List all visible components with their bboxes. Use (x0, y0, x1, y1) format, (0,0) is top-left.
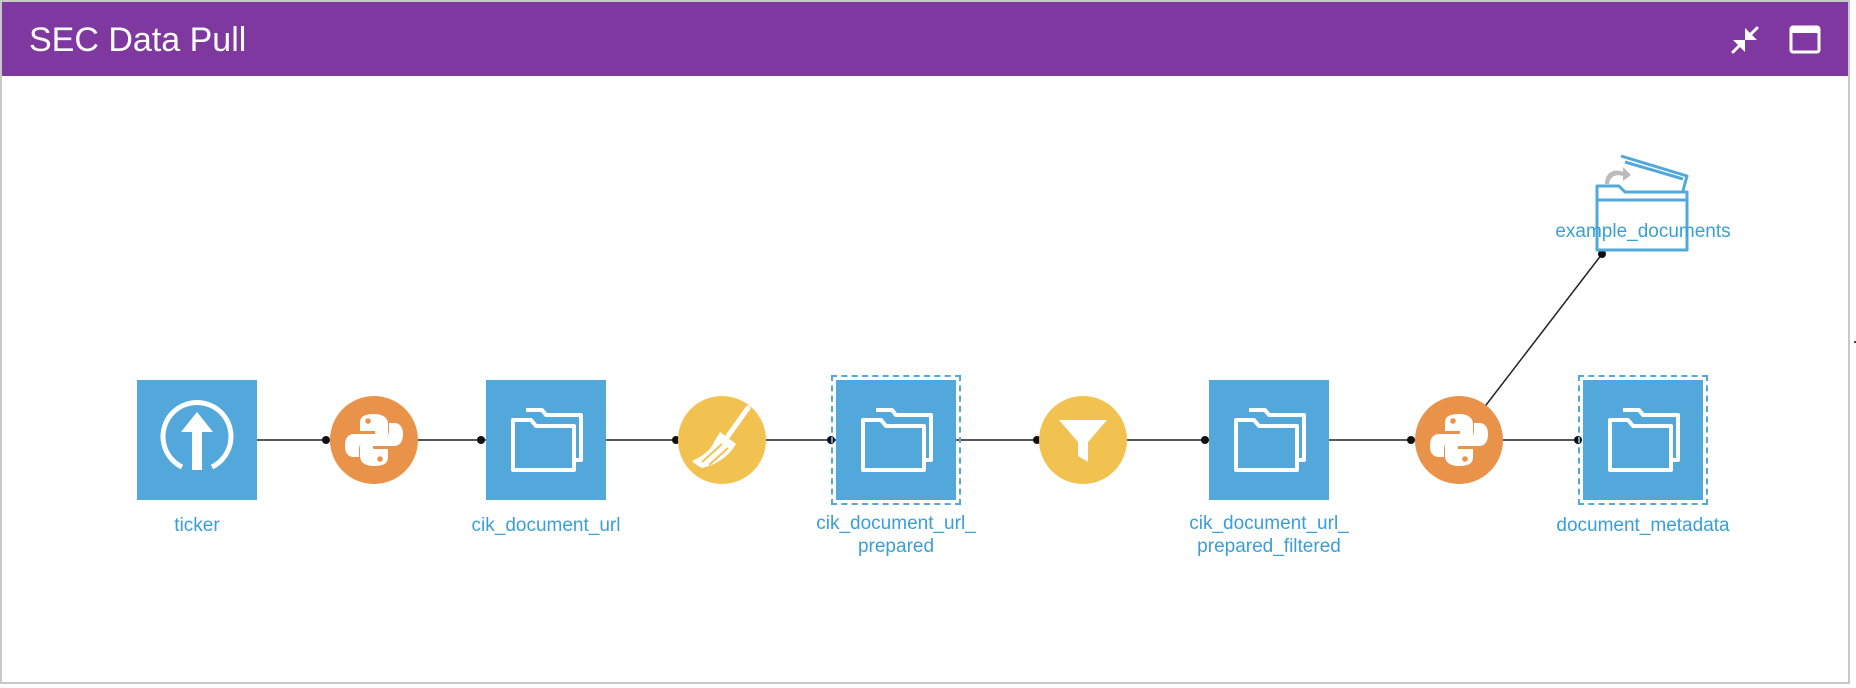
dataset-label-cik-document-url[interactable]: cik_document_url (471, 515, 621, 536)
folder-icon (1608, 408, 1680, 472)
broom-icon (692, 405, 751, 468)
dataset-cik-document-url[interactable] (486, 380, 606, 500)
upload-icon (160, 399, 234, 470)
zone-header: SEC Data Pull (2, 2, 1848, 76)
prepare-recipe[interactable] (678, 396, 766, 484)
edge-port (477, 436, 485, 444)
dataset-ticker[interactable] (137, 380, 257, 500)
edge-port (1407, 436, 1415, 444)
edge-port (1574, 436, 1582, 444)
flow-canvas[interactable]: ticker cik_document_url (2, 76, 1848, 682)
dataset-cik-document-url-prepared-filtered[interactable] (1209, 380, 1329, 500)
dataset-label-document-metadata[interactable]: document_metadata (1556, 515, 1730, 536)
edge-port (1201, 436, 1209, 444)
flow-edges (257, 250, 1606, 444)
label-line-2: prepared_filtered (1197, 536, 1341, 557)
panel-edge-mark (1854, 341, 1856, 343)
python-icon (345, 414, 403, 466)
dataset-label-ticker[interactable]: ticker (174, 515, 220, 536)
folder-icon (1234, 408, 1306, 472)
python-recipe-2[interactable] (1415, 396, 1503, 484)
maximize-button[interactable] (1787, 22, 1823, 58)
collapse-arrows-icon (1731, 26, 1759, 54)
funnel-icon (1059, 420, 1107, 462)
label-line-1: cik_document_url_ (816, 513, 976, 534)
folder-icon (511, 408, 583, 472)
python-recipe-1[interactable] (330, 396, 418, 484)
edge-port (827, 436, 835, 444)
window-maximize-icon (1789, 25, 1821, 54)
edge-python-to-examples (1482, 253, 1603, 410)
python-icon (1430, 414, 1488, 466)
dataset-label-cik-document-url-prepared[interactable]: cik_document_url_ prepared (786, 512, 1006, 558)
dataset-document-metadata[interactable] (1578, 375, 1708, 505)
zone-title: SEC Data Pull (29, 21, 247, 59)
label-line-1: cik_document_url_ (1189, 513, 1349, 534)
managed-folder-example-documents[interactable] (1583, 148, 1703, 252)
filter-recipe[interactable] (1039, 396, 1127, 484)
label-line-2: prepared (857, 536, 935, 557)
managed-folder-icon (1595, 154, 1689, 252)
managed-folder-label-example-documents[interactable]: example_documents (1555, 221, 1731, 242)
folder-icon (861, 408, 933, 472)
collapse-button[interactable] (1727, 22, 1763, 58)
dataset-cik-document-url-prepared[interactable] (831, 375, 961, 505)
edge-port (322, 436, 330, 444)
dataset-label-cik-document-url-prepared-filtered[interactable]: cik_document_url_ prepared_filtered (1159, 512, 1379, 558)
edge-port (1598, 250, 1606, 258)
